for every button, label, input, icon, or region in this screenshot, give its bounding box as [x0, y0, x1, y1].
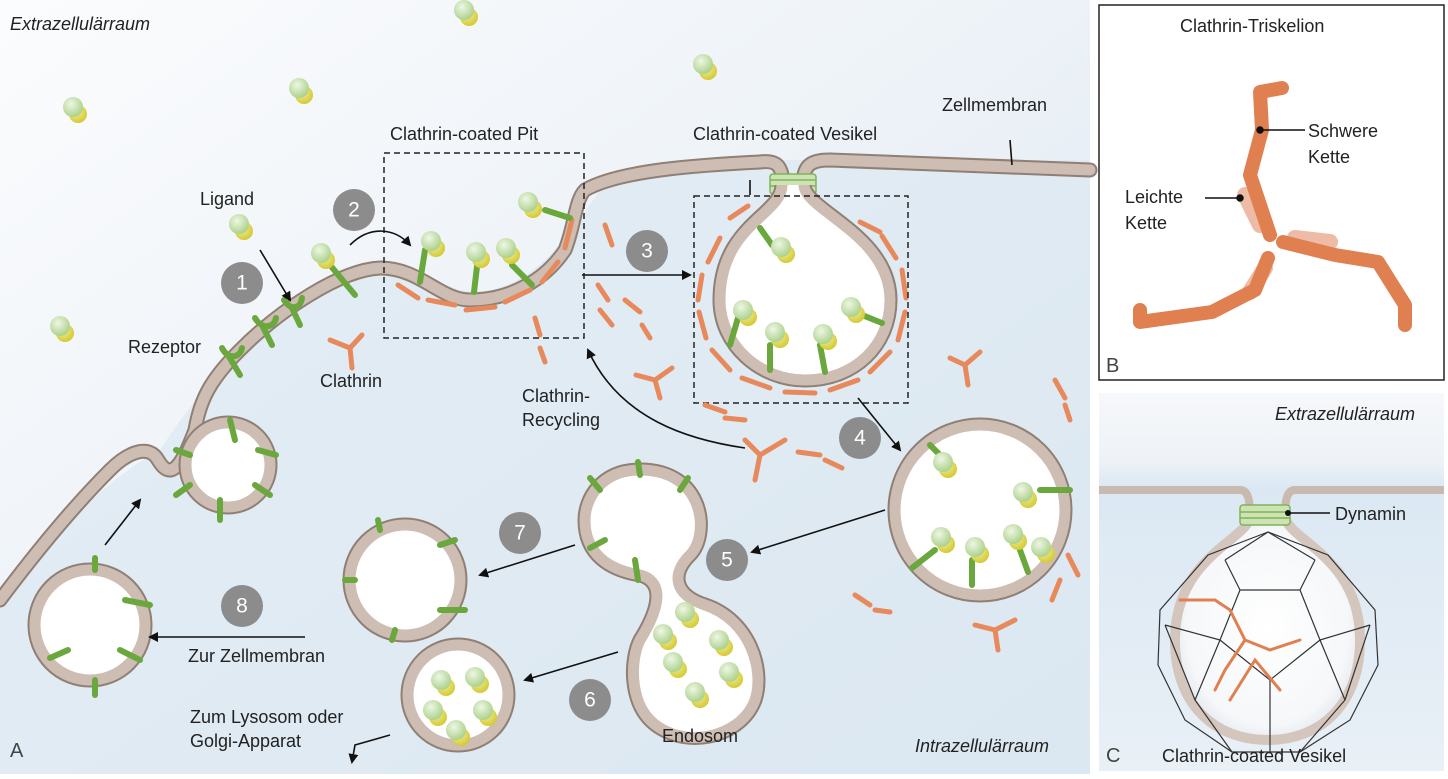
pit-label: Clathrin-coated Pit	[390, 124, 538, 144]
rezeptor-label: Rezeptor	[128, 337, 201, 357]
ligand-label: Ligand	[200, 189, 254, 209]
pit-clathrin-coat	[395, 217, 575, 313]
svg-text:4: 4	[854, 427, 866, 450]
zur-zellmembran-label: Zur Zellmembran	[188, 646, 325, 666]
lysosom-label-line1: Zum Lysosom oder	[190, 707, 343, 727]
panel-c-letter: C	[1106, 745, 1120, 767]
panel-b-letter: B	[1106, 355, 1119, 377]
vesicle-near-membrane	[27, 562, 153, 688]
step-8: 8	[221, 585, 263, 627]
dynamin-ring-c	[1239, 504, 1291, 526]
step-4: 4	[839, 417, 881, 459]
light-chain-label-line2: Kette	[1125, 213, 1167, 233]
vesicle-clathrin-coat	[695, 203, 909, 396]
step-7: 7	[499, 512, 541, 554]
panel-b: Clathrin-Triskelion Schwere Kette Leicht…	[1098, 4, 1445, 381]
triskelion-in-cage	[1178, 598, 1302, 702]
light-chain-label-line1: Leichte	[1125, 187, 1183, 207]
svg-text:1: 1	[236, 272, 248, 295]
heavy-chain-label-line2: Kette	[1308, 147, 1350, 167]
zellmembran-label: Zellmembran	[942, 95, 1047, 115]
svg-text:5: 5	[721, 549, 733, 572]
clathrin-cage	[1157, 531, 1379, 753]
clathrin-label: Clathrin	[320, 371, 382, 391]
vesicle-c	[1169, 514, 1366, 746]
lysosom-label-line2: Golgi-Apparat	[190, 731, 301, 751]
uncoated-vesicle-4	[887, 417, 1073, 603]
step-3: 3	[626, 230, 668, 272]
step-circles: 1 2 3 4 5 6 7 8	[221, 189, 881, 721]
triskelion-drawing	[1133, 81, 1412, 332]
panel-a-letter: A	[10, 740, 24, 762]
heavy-chain-label-line1: Schwere	[1308, 121, 1378, 141]
c-extracellular-label: Extrazellulärraum	[1275, 404, 1415, 424]
triskelion-pointers	[1205, 126, 1305, 202]
dynamin-label: Dynamin	[1335, 504, 1406, 524]
recycling-label-line2: Recycling	[522, 410, 600, 430]
pit-highlight-box	[383, 152, 585, 339]
receptors	[47, 207, 1073, 698]
svg-text:2: 2	[348, 199, 360, 222]
svg-text:7: 7	[514, 522, 526, 545]
pathway-arrows	[104, 139, 1013, 764]
endosom-label: Endosom	[662, 726, 738, 746]
svg-text:6: 6	[584, 689, 596, 712]
recycling-label-line1: Clathrin-	[522, 386, 590, 406]
step-5: 5	[706, 539, 748, 581]
endosome	[577, 462, 766, 745]
dynamin-pointer-dot	[1285, 510, 1291, 516]
svg-text:8: 8	[236, 595, 248, 618]
step-6: 6	[569, 679, 611, 721]
intracellular-label: Intrazellulärraum	[915, 736, 1049, 756]
vesikel-label: Clathrin-coated Vesikel	[693, 124, 877, 144]
step-1: 1	[221, 262, 263, 304]
triskelion-title: Clathrin-Triskelion	[1180, 16, 1324, 36]
budding-vesicle-membrane	[178, 415, 278, 515]
c-caption: Clathrin-coated Vesikel	[1162, 746, 1346, 766]
svg-text:3: 3	[641, 240, 653, 263]
step-2: 2	[333, 189, 375, 231]
panel-a: 1 2 3 4 5 6 7 8 Extrazellulärraum Intraz…	[0, 0, 1098, 774]
panel-c: Extrazellulärraum Dynamin Clathrin-coate…	[1099, 393, 1444, 771]
extracellular-label: Extrazellulärraum	[10, 14, 150, 34]
free-clathrin	[327, 222, 1081, 653]
